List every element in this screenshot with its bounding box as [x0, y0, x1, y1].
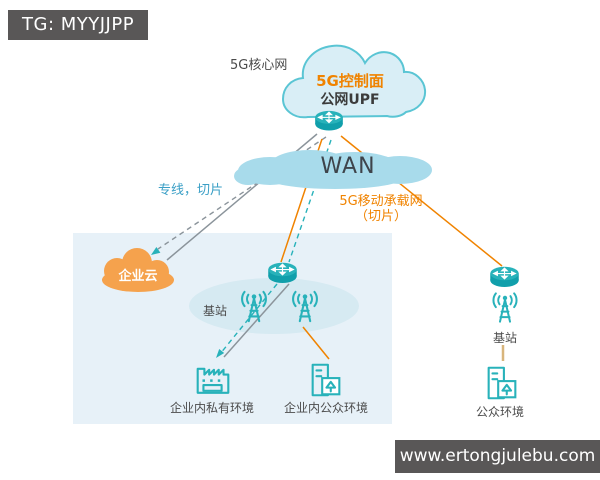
- control-plane-label: 5G控制面: [316, 72, 384, 90]
- enterprise-public-env-label: 企业内公众环境: [283, 401, 368, 415]
- core-network-cloud: [281, 44, 427, 119]
- arrow-to-enterprise-cloud: [151, 247, 161, 255]
- core-router-icon: [314, 110, 344, 132]
- wan-label: WAN: [320, 154, 376, 179]
- factory-icon: [196, 367, 230, 394]
- base-station-zone: [189, 278, 359, 334]
- wan-cloud: [234, 150, 432, 189]
- dedicated-dashed-line: [157, 136, 327, 250]
- public-building-icon: [487, 366, 517, 400]
- mobile-bearer-label-line1: 5G移动承载网: [339, 194, 423, 209]
- enterprise-cloud: [102, 248, 174, 292]
- public-router-icon: [489, 266, 520, 288]
- line-antenna-to-public-building: [302, 326, 330, 360]
- public-base-station-label: 基站: [492, 331, 517, 345]
- dedicated-line-label: 专线，切片: [158, 183, 224, 198]
- mobile-bearer-label-line2: （切片）: [354, 209, 407, 224]
- arrow-to-factory: [216, 349, 225, 358]
- watermark-bar: www.ertongjulebu.com: [395, 440, 600, 473]
- public-upf-label: 公网UPF: [320, 92, 380, 108]
- enterprise-public-building-icon: [311, 363, 341, 397]
- enterprise-router-icon: [267, 262, 298, 284]
- private-env-label: 企业内私有环境: [169, 401, 254, 415]
- public-antenna-icon: [492, 292, 518, 323]
- enterprise-cloud-label: 企业云: [118, 269, 158, 284]
- solid-line-to-factory: [223, 283, 290, 358]
- core-network-label: 5G核心网: [230, 58, 288, 73]
- enterprise-base-station-label: 基站: [203, 304, 228, 318]
- telegram-badge: TG: MYYJJPP: [8, 10, 149, 40]
- public-env-label: 公众环境: [475, 405, 524, 419]
- mobile-bearer-label: 5G移动承载网 （切片）: [328, 194, 434, 224]
